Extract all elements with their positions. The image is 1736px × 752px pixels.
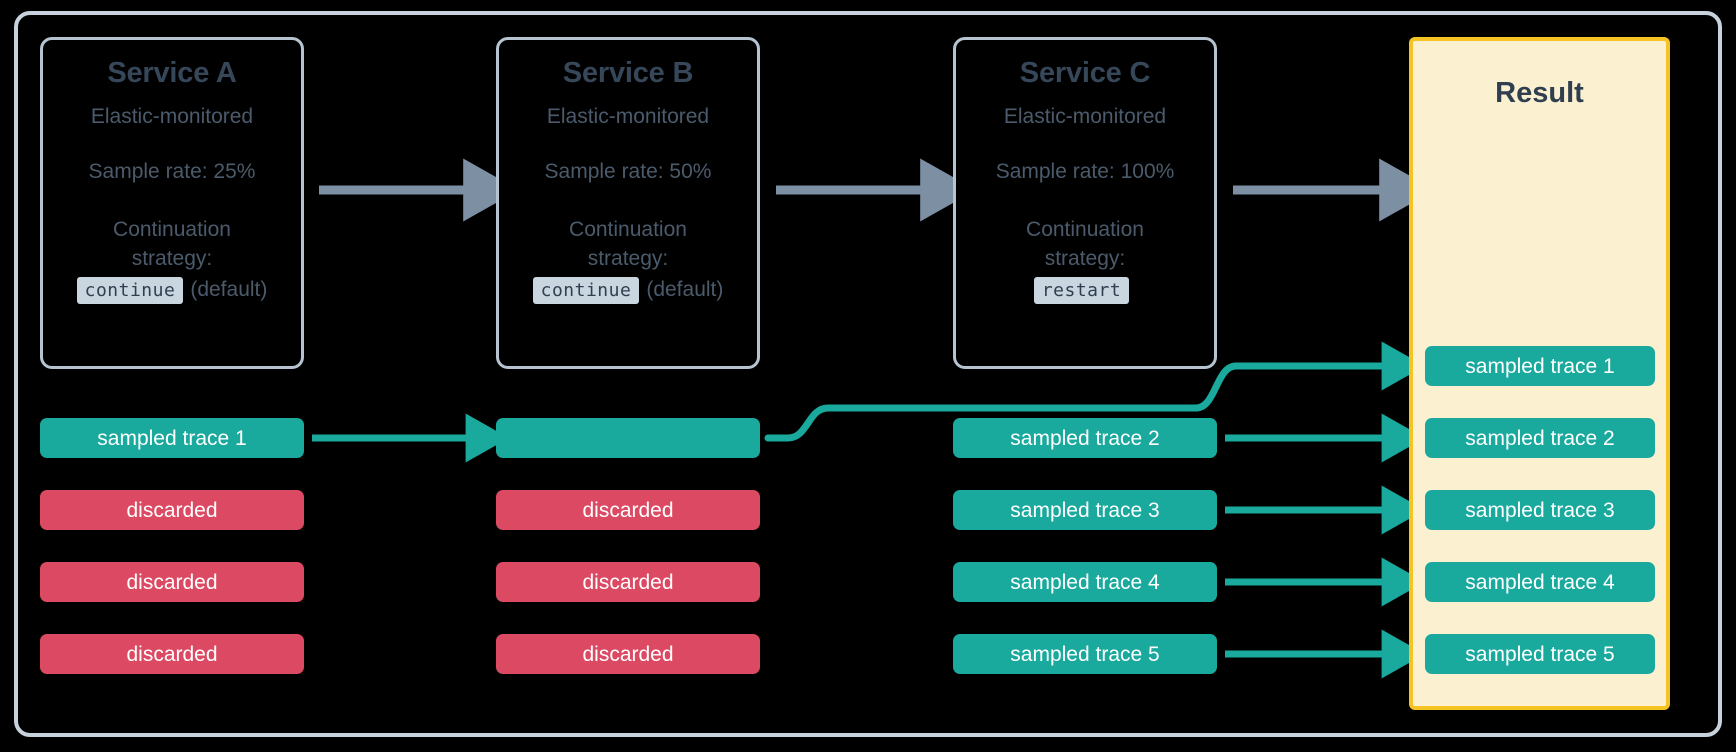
service-b-trace-4: discarded — [496, 634, 760, 674]
service-b-strategy-label-line1: Continuation — [569, 218, 687, 242]
service-a-strategy-label: Continuation strategy: — [55, 216, 289, 273]
service-c-strategy-label-line1: Continuation — [1026, 218, 1144, 242]
result-trace-1: sampled trace 1 — [1425, 346, 1655, 386]
service-b-strategy-note: (default) — [646, 278, 724, 302]
service-b-strategy-label-line2: strategy: — [587, 246, 669, 270]
service-c-trace-2: sampled trace 3 — [953, 490, 1217, 530]
service-card-b: Service B Elastic-monitored Sample rate:… — [496, 37, 760, 369]
service-c-strategy-label: Continuation strategy: — [968, 216, 1202, 273]
service-a-monitored-label: Elastic-monitored — [90, 104, 254, 128]
service-a-trace-4: discarded — [40, 634, 304, 674]
service-c-trace-4: sampled trace 5 — [953, 634, 1217, 674]
service-a-trace-3: discarded — [40, 562, 304, 602]
service-card-a: Service A Elastic-monitored Sample rate:… — [40, 37, 304, 369]
service-a-title: Service A — [107, 57, 237, 89]
service-b-strategy-line: continue (default) — [511, 276, 745, 304]
service-a-strategy-label-line2: strategy: — [131, 246, 213, 270]
service-a-strategy-value: continue — [76, 276, 184, 304]
service-a-strategy-label-line1: Continuation — [113, 218, 231, 242]
service-b-strategy-label: Continuation strategy: — [511, 216, 745, 273]
service-b-trace-2: discarded — [496, 490, 760, 530]
service-c-strategy-line: restart — [968, 276, 1202, 304]
service-a-strategy-note: (default) — [190, 278, 268, 302]
service-c-strategy-label-line2: strategy: — [1044, 246, 1126, 270]
service-card-c: Service C Elastic-monitored Sample rate:… — [953, 37, 1217, 369]
service-b-trace-1 — [496, 418, 760, 458]
result-panel-title: Result — [1495, 77, 1584, 109]
service-a-strategy-line: continue (default) — [55, 276, 289, 304]
service-a-trace-1: sampled trace 1 — [40, 418, 304, 458]
result-trace-4: sampled trace 4 — [1425, 562, 1655, 602]
service-c-title: Service C — [1019, 57, 1151, 89]
service-b-monitored-label: Elastic-monitored — [546, 104, 710, 128]
service-b-title: Service B — [562, 57, 694, 89]
service-a-trace-2: discarded — [40, 490, 304, 530]
service-b-strategy-value: continue — [532, 276, 640, 304]
service-c-trace-1: sampled trace 2 — [953, 418, 1217, 458]
service-c-trace-3: sampled trace 4 — [953, 562, 1217, 602]
service-b-trace-3: discarded — [496, 562, 760, 602]
service-c-strategy-value: restart — [1033, 276, 1130, 304]
service-a-sample-rate: Sample rate: 25% — [88, 160, 256, 184]
result-trace-2: sampled trace 2 — [1425, 418, 1655, 458]
result-trace-5: sampled trace 5 — [1425, 634, 1655, 674]
service-c-monitored-label: Elastic-monitored — [1003, 104, 1167, 128]
diagram-frame: Service A Elastic-monitored Sample rate:… — [14, 11, 1722, 737]
service-c-sample-rate: Sample rate: 100% — [995, 160, 1175, 184]
result-trace-3: sampled trace 3 — [1425, 490, 1655, 530]
service-b-sample-rate: Sample rate: 50% — [544, 160, 712, 184]
